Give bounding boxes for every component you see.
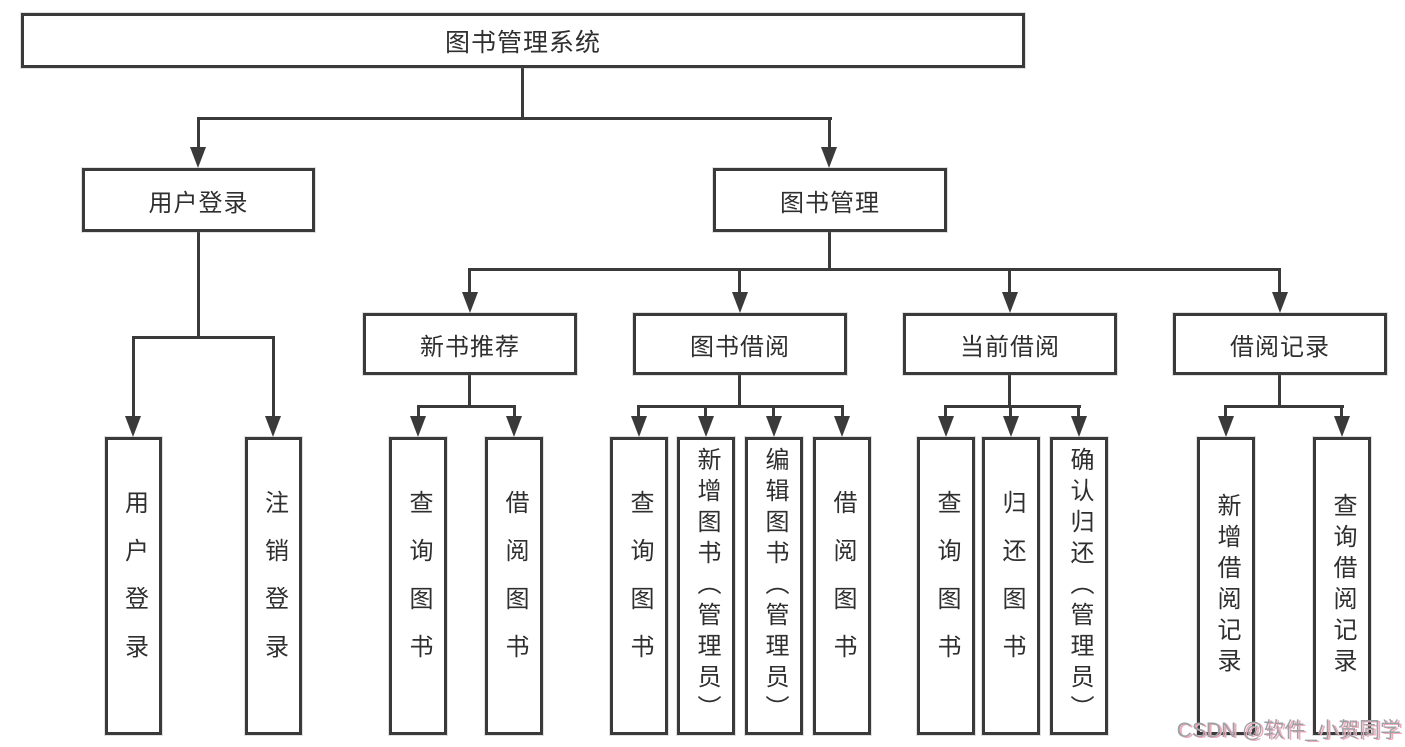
connector-level2-rail bbox=[468, 268, 1281, 271]
arrowhead-g2c2 bbox=[1071, 416, 1087, 437]
leaf-query-borrow-record: 查询借阅记录 bbox=[1313, 437, 1371, 735]
connector-drop-g2c2 bbox=[1077, 405, 1080, 419]
node-current-borrow: 当前借阅 bbox=[903, 313, 1117, 375]
leaf-add-books-admin: 新增图书（管理员） bbox=[677, 437, 735, 735]
connector-drop-g2c1 bbox=[1009, 405, 1012, 419]
connector-drop-user-login bbox=[197, 117, 200, 150]
leaf-query-books-borrow: 查询图书 bbox=[610, 437, 668, 735]
node-borrow-records: 借阅记录 bbox=[1173, 313, 1387, 375]
connector-drop-new-book bbox=[468, 268, 471, 294]
connector-drop-current-borrow bbox=[1008, 268, 1011, 294]
node-new-book-recommend-label: 新书推荐 bbox=[420, 333, 520, 361]
connector-level1-rail bbox=[197, 117, 832, 120]
arrowhead-g1c1 bbox=[698, 416, 714, 437]
node-book-management: 图书管理 bbox=[713, 168, 947, 232]
arrowhead-current-borrow bbox=[1002, 292, 1018, 313]
arrowhead-borrow-records bbox=[1272, 292, 1288, 313]
leaf-query-books-recommend: 查询图书 bbox=[389, 437, 447, 735]
node-book-borrow: 图书借阅 bbox=[633, 313, 847, 375]
watermark-text: CSDN @软件_小贺同学 bbox=[1176, 719, 1401, 742]
leaf-return-books: 归还图书 bbox=[982, 437, 1040, 735]
arrowhead-g2c0 bbox=[938, 416, 954, 437]
arrowhead-g2c1 bbox=[1003, 416, 1019, 437]
connector-drop-g1c2 bbox=[772, 405, 775, 419]
connector-current-borrow-rail bbox=[944, 405, 1081, 408]
arrowhead-g1c2 bbox=[766, 416, 782, 437]
node-book-borrow-label: 图书借阅 bbox=[690, 333, 790, 361]
connector-drop-g1c0 bbox=[637, 405, 640, 419]
connector-book-management-stem bbox=[828, 232, 831, 268]
connector-user-login-stem bbox=[197, 232, 200, 336]
connector-drop-g1c3 bbox=[841, 405, 844, 419]
connector-drop-book-management bbox=[828, 117, 831, 150]
leaf-edit-books-admin: 编辑图书（管理员） bbox=[745, 437, 803, 735]
leaf-confirm-return-admin: 确认归还（管理员） bbox=[1050, 437, 1108, 735]
node-book-management-label: 图书管理 bbox=[780, 189, 880, 217]
arrowhead-g0c1 bbox=[506, 416, 522, 437]
arrowhead-g3c0 bbox=[1218, 416, 1234, 437]
arrowhead-book-borrow bbox=[732, 292, 748, 313]
leaf-user-login: 用户登录 bbox=[105, 437, 162, 735]
connector-new-book-rail bbox=[417, 405, 516, 408]
connector-borrow-records-stem bbox=[1278, 375, 1281, 407]
connector-drop-g2c0 bbox=[944, 405, 947, 419]
connector-drop-g3c1 bbox=[1340, 405, 1343, 419]
connector-drop-logout bbox=[272, 336, 275, 418]
arrowhead-book-management bbox=[821, 147, 837, 168]
leaf-add-borrow-record: 新增借阅记录 bbox=[1197, 437, 1255, 735]
arrowhead-logout bbox=[265, 416, 281, 437]
arrowhead-g1c0 bbox=[631, 416, 647, 437]
arrowhead-g1c3 bbox=[834, 416, 850, 437]
leaf-borrow-books: 借阅图书 bbox=[813, 437, 871, 735]
arrowhead-g3c1 bbox=[1334, 416, 1350, 437]
connector-book-borrow-rail bbox=[637, 405, 844, 408]
node-user-login: 用户登录 bbox=[82, 168, 315, 232]
arrowhead-login bbox=[125, 416, 141, 437]
arrowhead-user-login bbox=[190, 147, 206, 168]
connector-book-borrow-stem bbox=[738, 375, 741, 407]
node-user-login-label: 用户登录 bbox=[148, 189, 249, 217]
connector-drop-login bbox=[132, 336, 135, 418]
leaf-logout: 注销登录 bbox=[245, 437, 302, 735]
node-new-book-recommend: 新书推荐 bbox=[363, 313, 577, 375]
connector-drop-g0c1 bbox=[513, 405, 516, 419]
node-root: 图书管理系统 bbox=[21, 13, 1025, 68]
arrowhead-new-book bbox=[462, 292, 478, 313]
connector-borrow-records-rail bbox=[1224, 405, 1344, 408]
leaf-query-books-current: 查询图书 bbox=[917, 437, 975, 735]
connector-drop-g0c0 bbox=[417, 405, 420, 419]
connector-drop-book-borrow bbox=[738, 268, 741, 294]
node-root-label: 图书管理系统 bbox=[444, 28, 601, 57]
connector-drop-g1c1 bbox=[704, 405, 707, 419]
connector-new-book-stem bbox=[468, 375, 471, 407]
connector-drop-borrow-records bbox=[1278, 268, 1281, 294]
node-borrow-records-label: 借阅记录 bbox=[1230, 333, 1330, 361]
connector-root-stem bbox=[521, 68, 524, 118]
arrowhead-g0c0 bbox=[410, 416, 426, 437]
connector-current-borrow-stem bbox=[1008, 375, 1011, 407]
connector-user-login-rail bbox=[132, 336, 275, 339]
node-current-borrow-label: 当前借阅 bbox=[960, 333, 1060, 361]
leaf-borrow-books-recommend: 借阅图书 bbox=[485, 437, 543, 735]
connector-drop-g3c0 bbox=[1224, 405, 1227, 419]
